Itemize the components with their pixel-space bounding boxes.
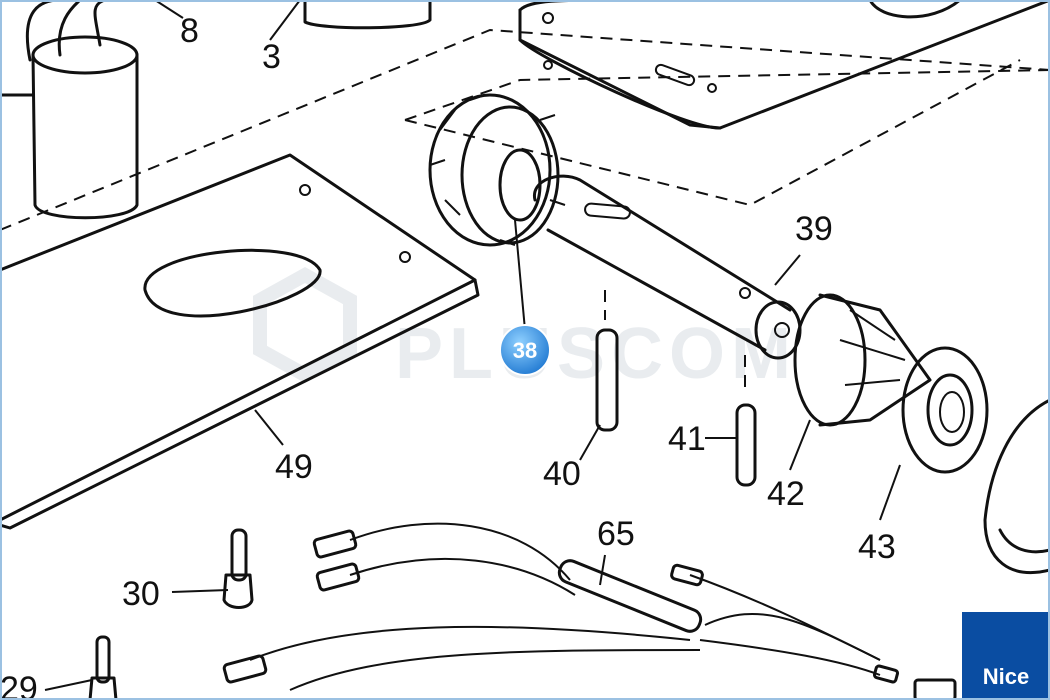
part-label-41: 41 [668,420,706,458]
badge-label[interactable]: 38 [513,338,537,363]
part-label-43: 43 [858,528,896,566]
part-label-3: 3 [262,38,281,76]
part-label-29: 29 [0,670,38,700]
capacitor [0,0,139,220]
part-label-65: 65 [597,515,635,553]
wiring-harness [222,522,957,700]
part-label-40: 40 [543,455,581,493]
gear [428,93,566,247]
key-pin [595,328,619,432]
dowel-pin [735,403,757,487]
top-bracket [269,0,432,41]
terminal-sleeve-29 [88,635,118,700]
part-label-39: 39 [795,210,833,248]
brand-logo: Nice [962,612,1050,700]
assembly-outline [0,28,1050,395]
bearing [901,346,989,474]
part-38-badge[interactable]: 38 [499,324,551,376]
terminal-sleeve-30 [222,528,254,609]
part-labels: 8 3 39 40 41 42 43 49 65 30 29 [0,12,896,700]
badge-circle[interactable] [499,324,551,376]
part-label-49: 49 [275,448,313,486]
flange [793,293,932,427]
part-label-30: 30 [122,575,160,613]
part-label-8: 8 [180,12,199,50]
leader-lines [44,0,901,691]
shaft [533,174,802,360]
part-label-42: 42 [767,475,805,513]
motor-edge [983,398,1050,575]
brand-logo-text: Nice [982,664,1030,689]
base-plate [0,153,480,530]
